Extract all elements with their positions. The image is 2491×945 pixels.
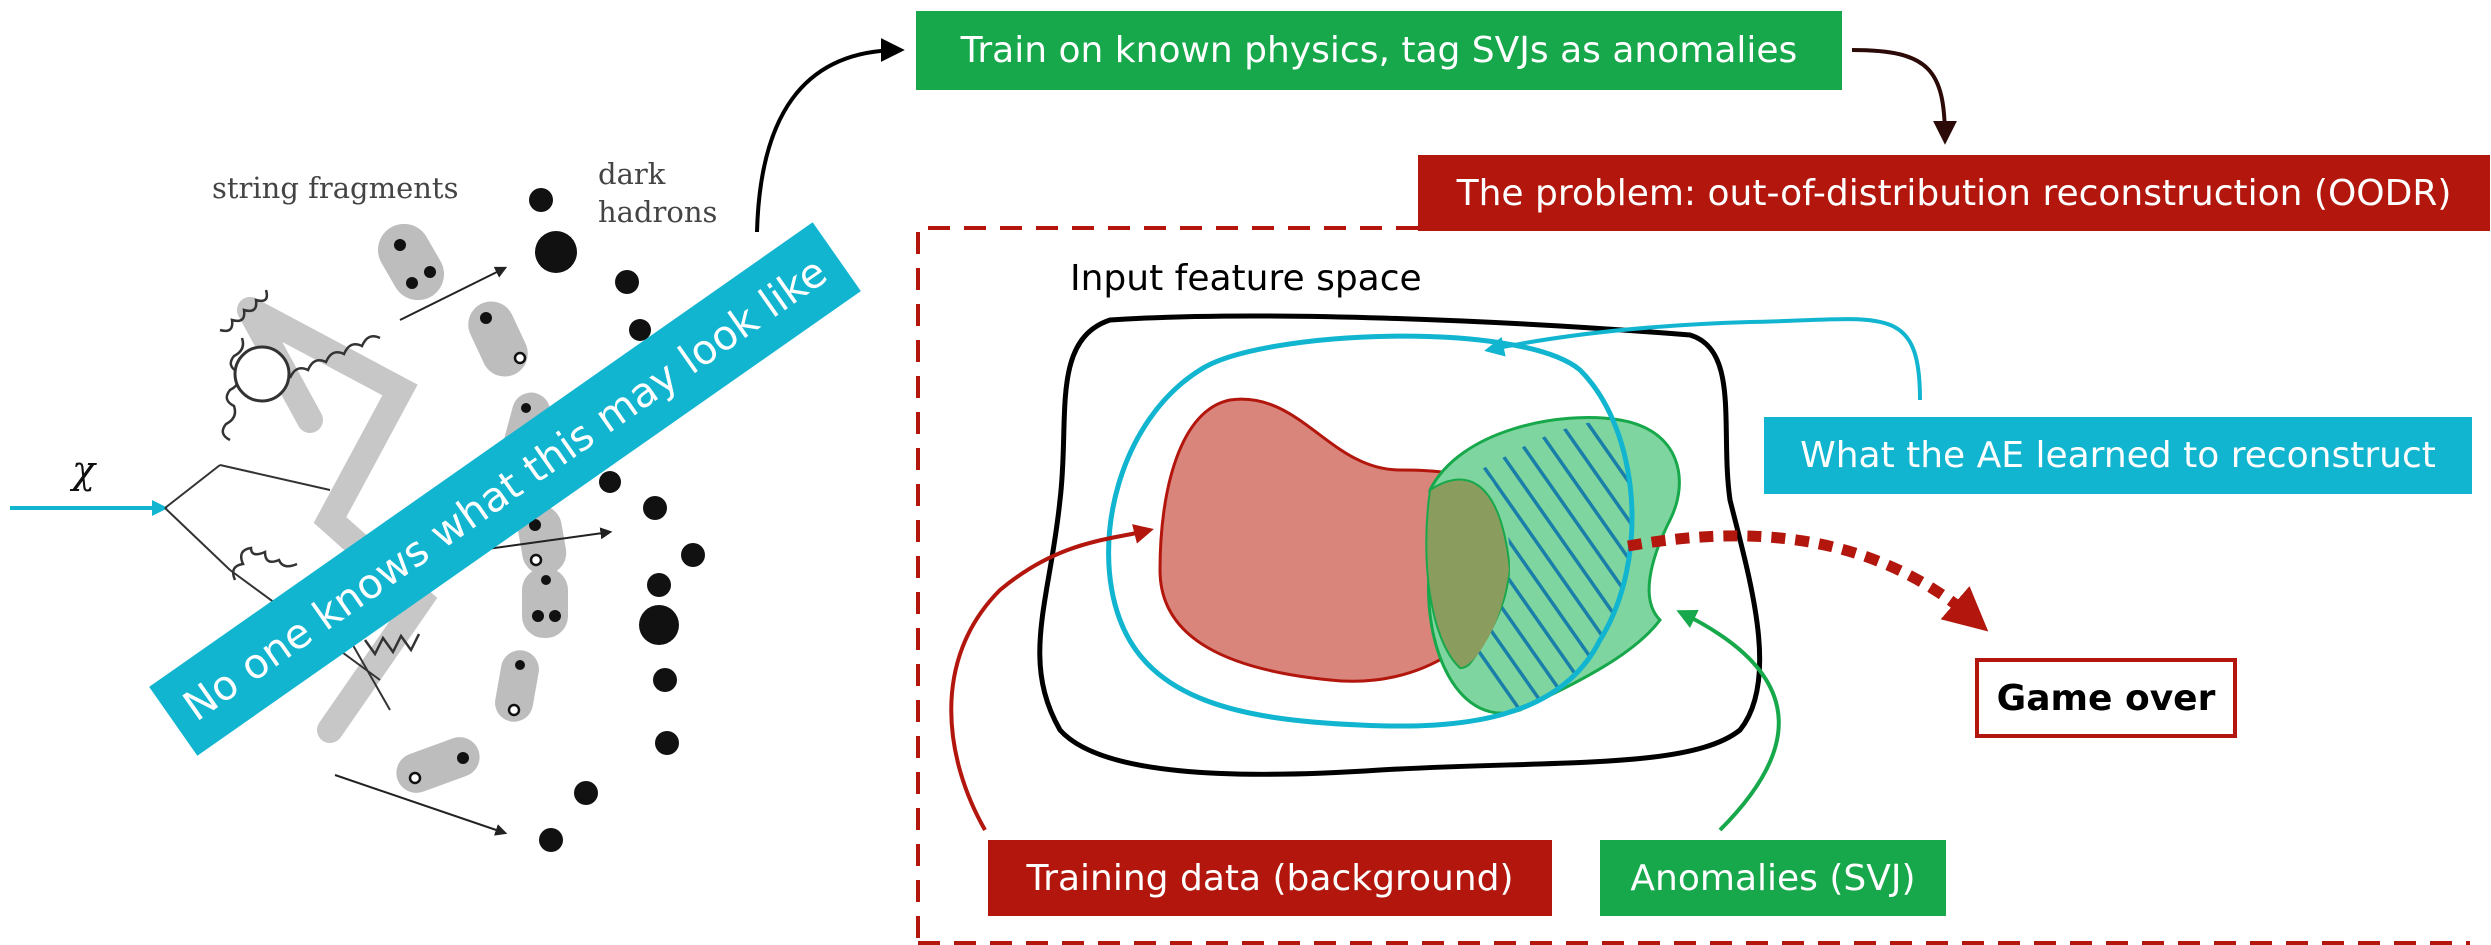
training-box: Training data (background) <box>988 840 1552 916</box>
feature-space-label: Input feature space <box>1070 258 1422 299</box>
problem-box: The problem: out-of-distribution reconst… <box>1418 155 2490 231</box>
top-box: Train on known physics, tag SVJs as anom… <box>916 11 1842 90</box>
arrow-anomalies-to-region <box>1676 610 1781 832</box>
arrow-to-game-over <box>1627 530 1989 632</box>
dashed-frame <box>916 226 2470 945</box>
label-chi: χ <box>72 448 96 492</box>
arrow-to-problem-box <box>1851 48 1957 145</box>
label-string-fragments: string fragments <box>212 171 459 205</box>
arrow-training-to-region <box>949 524 1154 831</box>
label-hadrons: hadrons <box>598 195 718 229</box>
parton-lines <box>164 464 391 711</box>
pion-dots <box>394 239 561 764</box>
anomalies-box: Anomalies (SVJ) <box>1600 840 1946 916</box>
label-dark: dark <box>598 157 666 191</box>
ae-box: What the AE learned to reconstruct <box>1764 417 2472 494</box>
arrow-to-top-box <box>755 38 905 233</box>
game-over-box: Game over <box>1975 658 2237 738</box>
arrow-ae-to-region <box>1484 317 1922 401</box>
momentum-arrows <box>334 266 613 836</box>
incoming-particle-arrowhead <box>152 500 168 516</box>
dark-shower-figure <box>10 188 705 852</box>
vertex-circle <box>233 345 291 403</box>
